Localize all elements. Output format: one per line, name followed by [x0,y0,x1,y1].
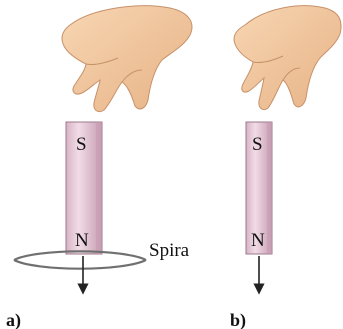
hand-a-icon [62,6,192,112]
panel-b: S N b) [230,6,341,329]
magnet-b-bottom-pole-label: N [251,230,265,251]
loop-label: Spira [149,240,190,261]
magnet-b-top-pole-label: S [252,134,263,155]
magnet-a-bottom-pole-label: N [75,230,89,251]
panel-a: S N Spira a) [6,6,192,329]
panel-b-label: b) [230,310,246,329]
hand-b-icon [234,6,341,110]
magnet-a-top-pole-label: S [76,134,87,155]
panel-a-label: a) [6,310,21,329]
